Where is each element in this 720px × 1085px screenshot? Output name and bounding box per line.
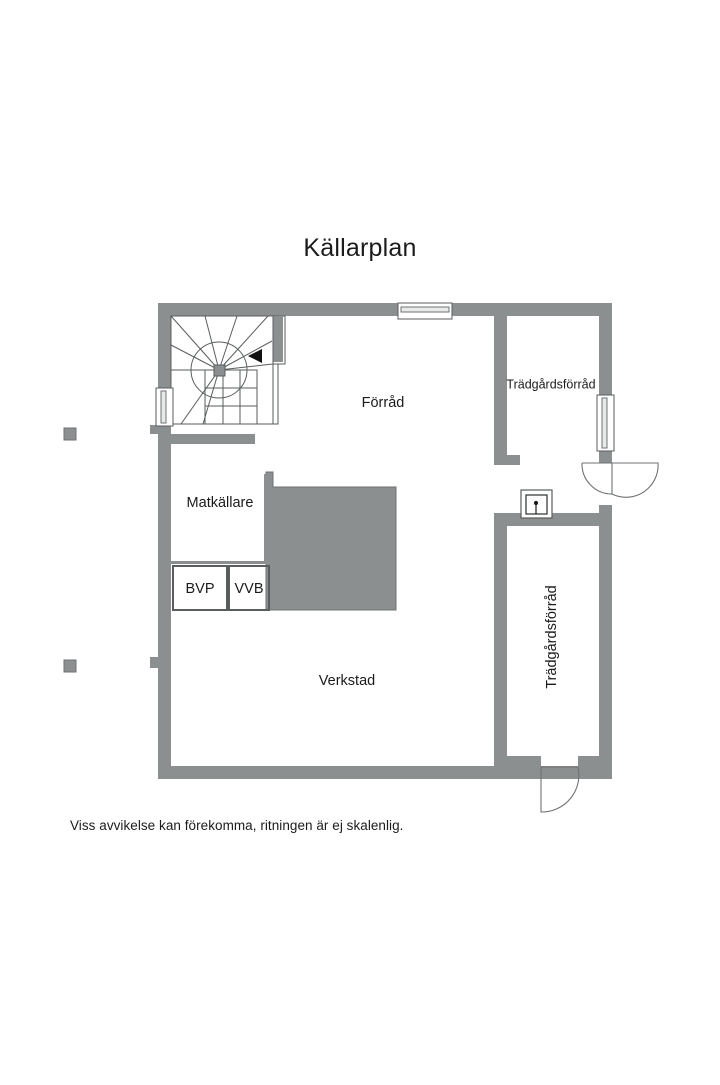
door-right-double (581, 462, 659, 498)
disclaimer-text: Viss avvikelse kan förekomma, ritningen … (70, 818, 404, 833)
room-label-verkstad: Verkstad (319, 673, 375, 689)
exterior-marker-lower (63, 659, 77, 673)
raised-slab (265, 471, 397, 611)
window-right (596, 394, 615, 452)
room-label-vvb: VVB (234, 581, 263, 597)
spiral-staircase (170, 315, 286, 425)
utility-room-outlines (171, 474, 270, 611)
window-left (155, 387, 174, 427)
room-label-forrad: Förråd (362, 395, 405, 411)
room-label-matkallare: Matkällare (187, 495, 254, 511)
room-label-tradgardsforrad-upper: Trädgårdsförråd (506, 377, 595, 391)
page-title: Källarplan (303, 234, 417, 262)
electrical-panel (520, 489, 553, 519)
room-label-bvp: BVP (185, 581, 214, 597)
exterior-marker-upper (63, 427, 77, 441)
window-top (397, 302, 453, 320)
room-label-tradgardsforrad-right: Trädgårdsförråd (544, 585, 560, 688)
door-bottom (540, 766, 580, 813)
